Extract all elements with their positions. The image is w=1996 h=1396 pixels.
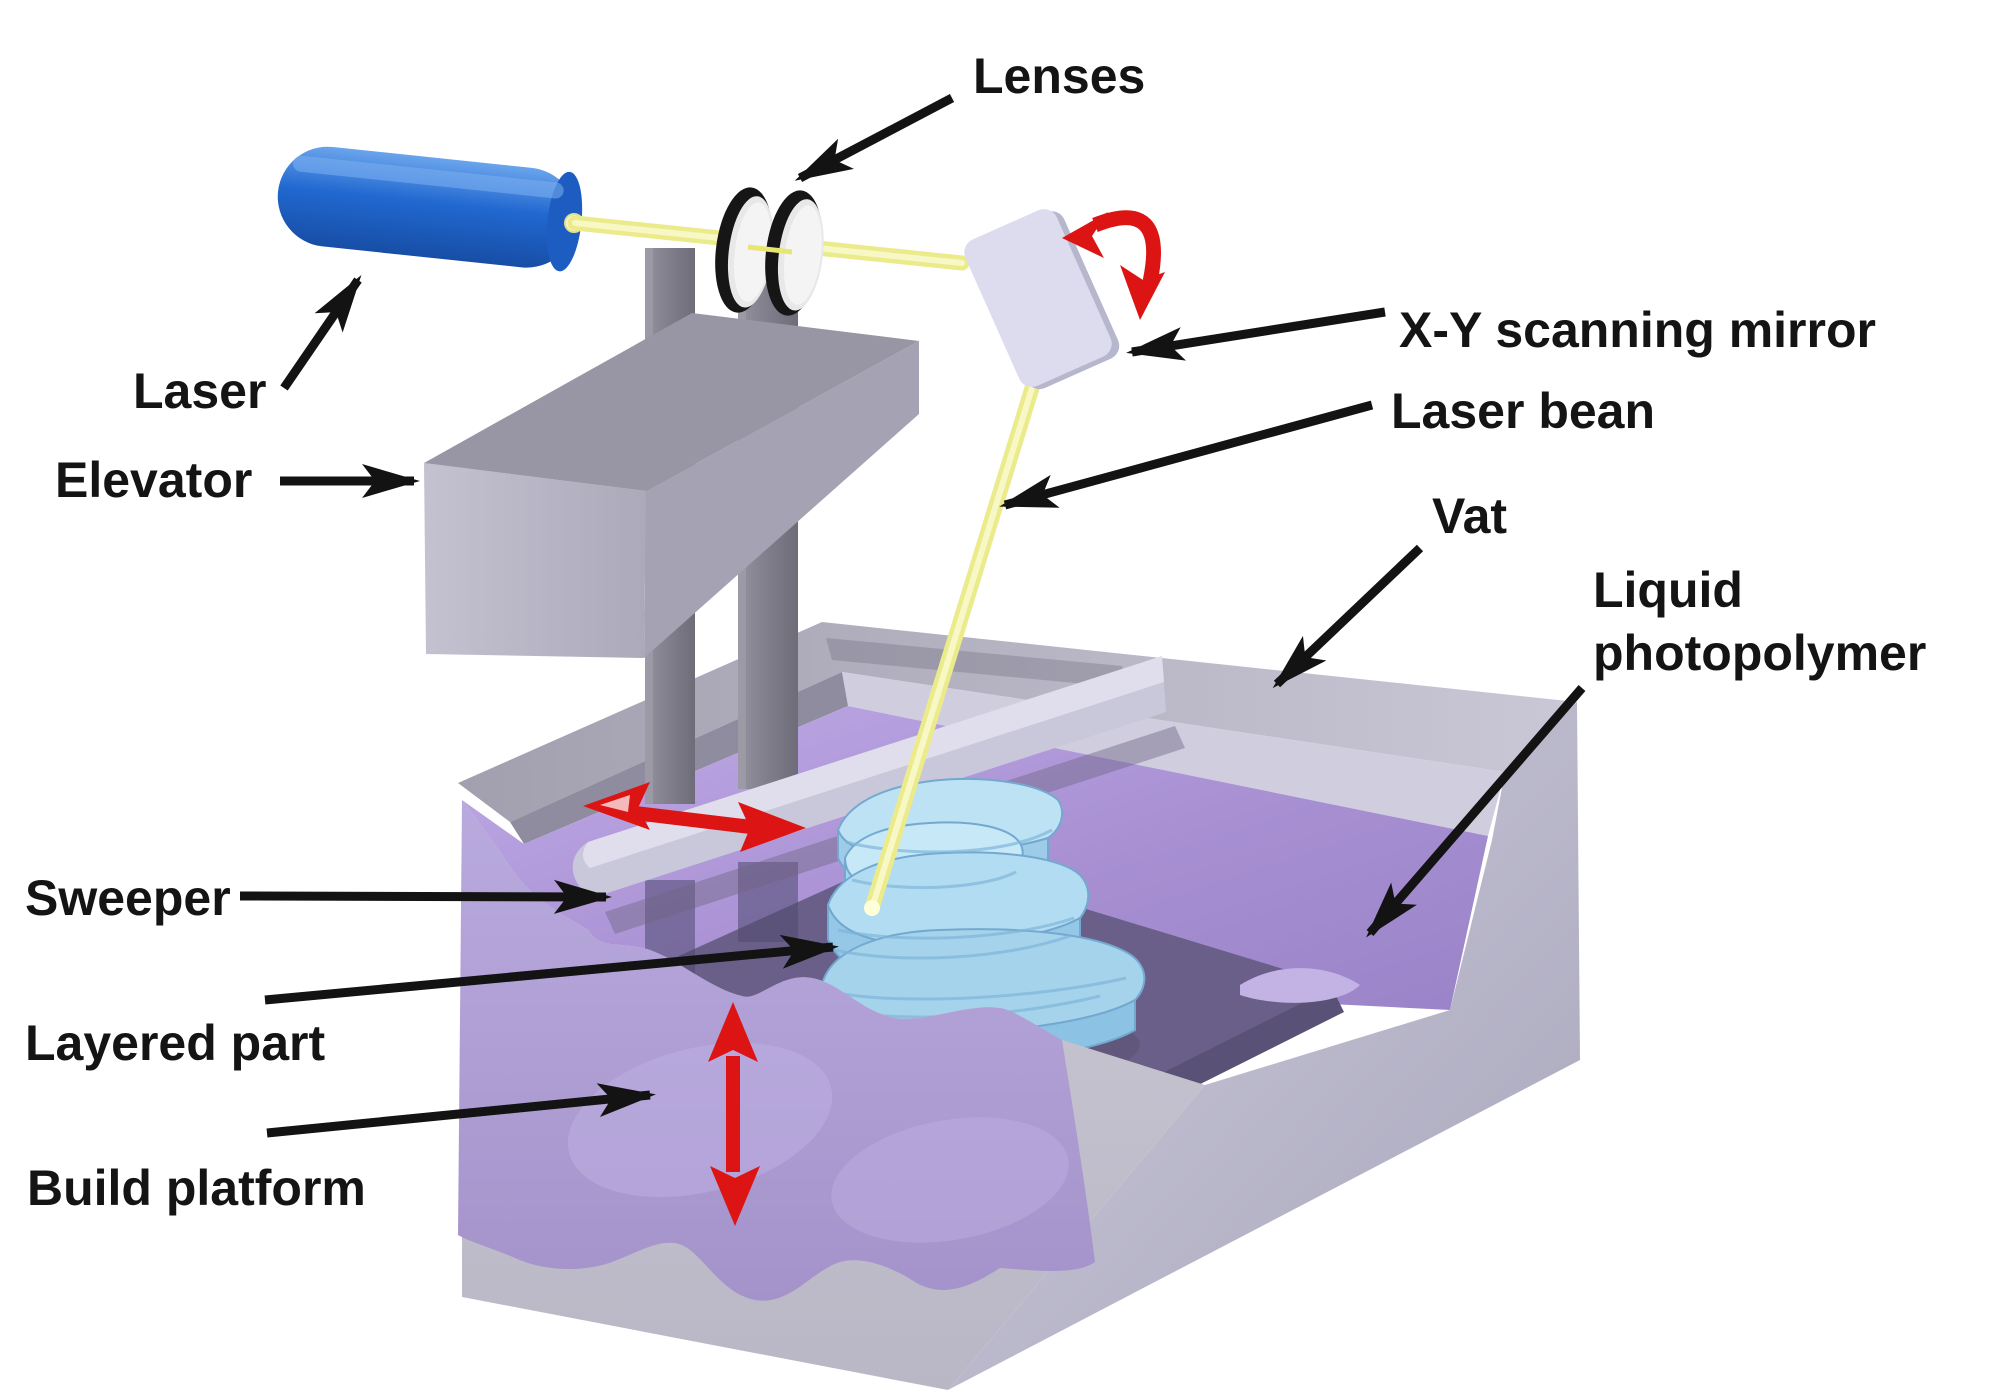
rotation-arrow-icon — [1062, 210, 1165, 320]
vat-rim-top — [458, 622, 1577, 822]
label-lenses: Lenses — [973, 48, 1145, 104]
sweeper-arrow — [239, 879, 612, 914]
lenses-arrow — [794, 94, 955, 182]
leader-arrows — [239, 94, 1586, 1138]
lens-beam-glint — [747, 244, 793, 255]
label-laser-bean: Laser bean — [1391, 383, 1655, 439]
laser-arrow — [280, 275, 362, 391]
lens-right — [765, 190, 824, 316]
label-elevator: Elevator — [55, 452, 252, 508]
vertical-double-arrow-icon — [708, 1002, 760, 1226]
liquid-photopolymer-arrow — [1366, 685, 1586, 938]
rim-shadow — [826, 638, 1128, 688]
xy-mirror-arrow — [1126, 307, 1386, 361]
label-vat: Vat — [1432, 488, 1507, 544]
layered-part-arrow — [264, 934, 839, 1005]
laser-beam-vertical — [864, 380, 1040, 916]
beam-spot — [864, 900, 880, 916]
laser-bean-arrow — [999, 400, 1374, 510]
label-build-platform: Build platform — [27, 1160, 366, 1216]
elevator — [424, 313, 919, 658]
elevator-arm-front-face — [644, 341, 919, 658]
vat-arrow — [1272, 544, 1424, 689]
sweeper — [572, 656, 1166, 898]
horizontal-double-arrow-icon — [583, 782, 806, 852]
xy-scanning-mirror — [964, 209, 1120, 390]
label-laser: Laser — [133, 363, 266, 419]
liquid-lip — [1240, 968, 1360, 1003]
lens-left — [715, 187, 774, 313]
label-layered-part: Layered part — [25, 1015, 325, 1071]
layered-part — [820, 777, 1146, 1066]
post-right-submerged — [738, 862, 798, 942]
cut-liquid-highlight-2 — [831, 1117, 1069, 1243]
laser — [277, 146, 583, 272]
elevator-plate-front-face — [424, 463, 646, 658]
cut-liquid-highlight-1 — [567, 1042, 833, 1198]
label-sweeper: Sweeper — [25, 870, 231, 926]
lenses — [715, 187, 824, 316]
vat-right-wall — [948, 702, 1580, 1390]
build-platform-arrow — [266, 1083, 656, 1138]
sweeper-top-face — [583, 656, 1164, 868]
label-liquid-photopolymer-line1: Liquid — [1593, 562, 1743, 618]
label-xy-scanning-mirror: X-Y scanning mirror — [1399, 302, 1876, 358]
elevator-top-face — [424, 313, 919, 491]
label-liquid-photopolymer-line2: photopolymer — [1593, 625, 1926, 681]
